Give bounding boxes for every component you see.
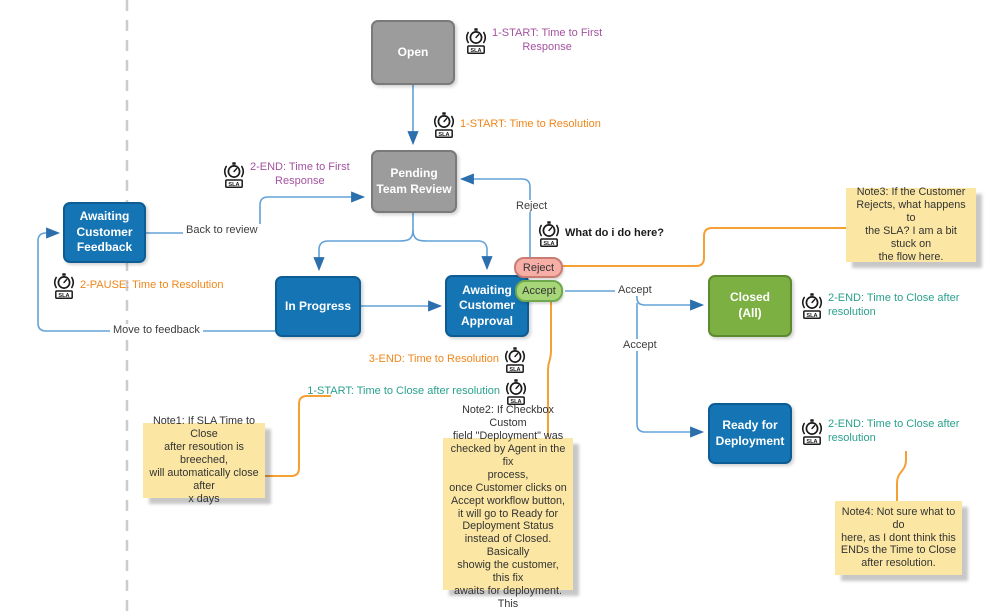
sla-annotation-text: 2-END: Time to Close after resolution (828, 292, 960, 318)
sla-annotation-text: 1-START: Time to Close after resolution (307, 384, 500, 397)
sla-icon (53, 272, 75, 299)
sla-annotation-question: What do i do here? (537, 220, 664, 247)
accept-workflow-button: Accept (515, 280, 563, 302)
sticky-note-1-text: Note1: If SLA Time to Close after resout… (149, 415, 259, 505)
edge-label-accept-closed: Accept (615, 284, 655, 296)
node-awaiting-customer-feedback-label: Awaiting Customer Feedback (76, 209, 133, 255)
edge-label-accept-ready: Accept (620, 339, 660, 351)
sla-annotation-text: 2-END: Time to Close after resolution (828, 418, 960, 444)
node-awaiting-customer-approval: Awaiting Customer Approval (445, 275, 529, 337)
node-awaiting-customer-feedback: Awaiting Customer Feedback (63, 202, 146, 263)
sla-icon (801, 292, 823, 320)
sticky-note-3: Note3: If the Customer Rejects, what hap… (846, 186, 976, 263)
sla-annotation-text: 1-START: Time to Resolution (460, 117, 601, 130)
sticky-note-1: Note1: If SLA Time to Close after resout… (143, 415, 265, 505)
edge-label-move-to-feedback: Move to feedback (110, 324, 203, 336)
sla-annotation-end-first-response: 2-END: Time to First Response (222, 161, 350, 189)
edge-label-back-to-review: Back to review (183, 224, 261, 236)
link-sla-label-to-note4 (896, 451, 907, 501)
reject-workflow-button: Reject (514, 257, 563, 278)
accept-workflow-button-label: Accept (522, 285, 556, 297)
sla-icon (223, 161, 245, 189)
sla-icon (433, 111, 455, 138)
edge-inprogress-to-feedback (37, 227, 275, 332)
edge-label-reject: Reject (513, 200, 551, 212)
link-accept-to-note2 (547, 302, 552, 437)
sla-annotation-text: 3-END: Time to Resolution (368, 352, 499, 365)
sla-annotation-end-time-to-close-closed: 2-END: Time to Close after resolution (800, 292, 999, 320)
edge-accept-to-ready (636, 303, 705, 438)
link-note1-to-sla-label (265, 395, 331, 477)
sla-annotation-pause-resolution: 2-PAUSE: Time to Resolution (52, 272, 223, 299)
node-open: Open (371, 20, 455, 85)
sla-annotation-start-resolution: 1-START: Time to Resolution (432, 111, 601, 138)
sla-annotation-start-time-to-close: 1-START: Time to Close after resolution (307, 378, 528, 405)
sticky-note-4: Note4: Not sure what to do here, as I do… (835, 501, 962, 575)
link-reject-to-note3 (563, 227, 846, 267)
sla-annotation-text: What do i do here? (565, 226, 664, 239)
sticky-note-3-text: Note3: If the Customer Rejects, what hap… (856, 186, 966, 263)
sla-icon (538, 220, 560, 247)
edge-pending-to-approval (412, 229, 493, 271)
node-ready-for-deployment-label: Ready for Deployment (715, 417, 785, 448)
node-open-label: Open (397, 44, 429, 59)
reject-workflow-button-label: Reject (522, 261, 555, 274)
node-ready-for-deployment: Ready for Deployment (708, 403, 792, 464)
sla-annotation-text: 2-PAUSE: Time to Resolution (80, 278, 224, 291)
node-closed-all: Closed (All) (708, 275, 792, 337)
sla-annotation-start-first-response: 1-START: Time to First Response (464, 27, 602, 55)
sticky-note-4-text: Note4: Not sure what to do here, as I do… (840, 505, 957, 570)
sla-annotation-text: 1-START: Time to First Response (492, 27, 603, 53)
sticky-note-2-text: Note2: If Checkbox Custom field "Deploym… (449, 403, 567, 612)
node-closed-all-label: Closed (All) (729, 290, 770, 320)
node-in-progress-label: In Progress (284, 298, 352, 313)
node-awaiting-customer-approval-label: Awaiting Customer Approval (458, 282, 515, 328)
node-pending-team-review: Pending Team Review (371, 150, 457, 213)
sla-icon (505, 378, 527, 405)
sla-annotation-end-resolution: 3-END: Time to Resolution (369, 346, 527, 373)
sla-annotation-end-time-to-close-ready: 2-END: Time to Close after resolution (800, 418, 999, 446)
sla-annotation-text: 2-END: Time to First Response (250, 161, 350, 187)
sla-icon (465, 27, 487, 55)
edge-pending-to-inprogress (313, 229, 414, 272)
node-in-progress: In Progress (275, 276, 361, 337)
sticky-note-2: Note2: If Checkbox Custom field "Deploym… (443, 404, 573, 612)
node-pending-team-review-label: Pending Team Review (376, 165, 452, 196)
edge-reject-to-pending (459, 173, 531, 258)
sla-icon (504, 346, 526, 373)
sla-icon (801, 418, 823, 446)
